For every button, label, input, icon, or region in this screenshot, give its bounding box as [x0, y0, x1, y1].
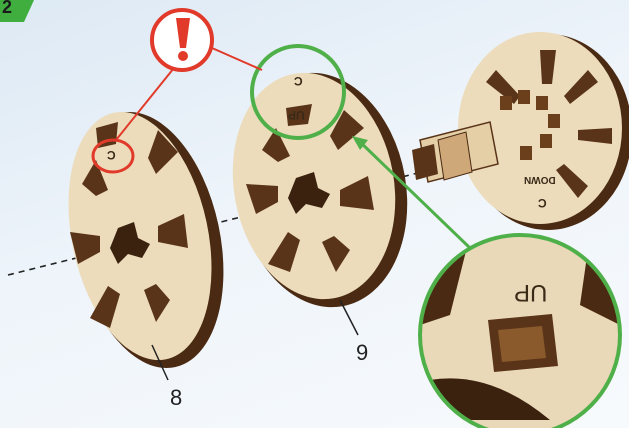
wheel-9	[215, 59, 425, 321]
part-label-9: 9	[356, 340, 368, 366]
engrave-up-mid: UP	[288, 108, 305, 122]
engrave-c-right: C	[538, 196, 547, 210]
engrave-down-right: DOWN	[524, 174, 556, 185]
leader-9	[340, 300, 358, 335]
engrave-c-mid: C	[294, 74, 303, 88]
exclamation-dot	[178, 51, 188, 61]
right-assembly	[412, 32, 629, 230]
wheel-8	[47, 98, 245, 382]
engrave-up-zoom: UP	[514, 278, 547, 306]
zoom-inset	[420, 235, 620, 428]
engrave-c-left: C	[107, 148, 116, 162]
warning-connector-right	[212, 48, 262, 70]
part-label-8: 8	[170, 385, 182, 411]
